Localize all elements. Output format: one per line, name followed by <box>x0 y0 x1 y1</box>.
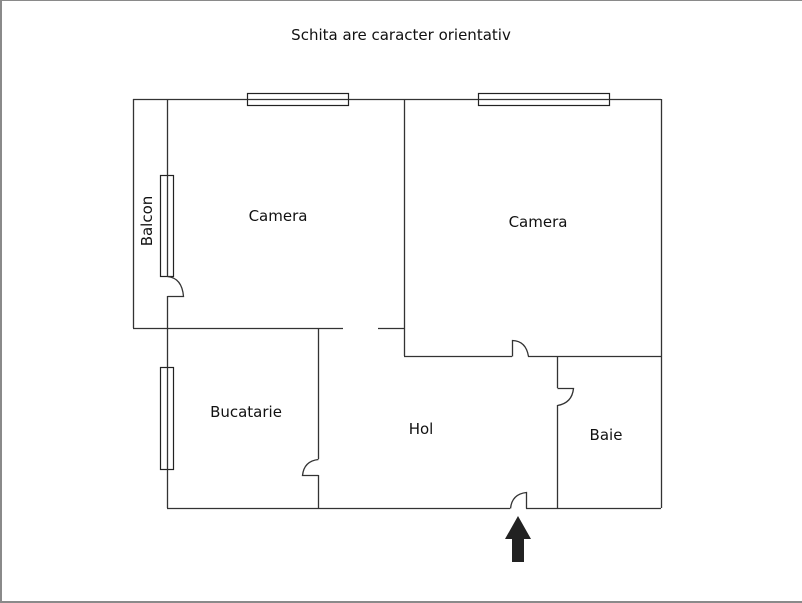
room-label-baie: Baie <box>590 426 623 444</box>
door-balcon <box>167 275 185 298</box>
plan-title: Schita are caracter orientativ <box>291 26 511 44</box>
room-label-camera-2: Camera <box>509 213 568 231</box>
doors <box>167 275 575 509</box>
door-bucatarie <box>301 458 319 477</box>
door-camera-2 <box>511 339 530 357</box>
windows <box>159 92 611 471</box>
room-label-camera-1: Camera <box>249 207 308 225</box>
room-label-balcon: Balcon <box>138 196 156 247</box>
arrow-up-icon <box>505 516 531 562</box>
door-entrance <box>509 491 528 509</box>
room-label-bucatarie: Bucatarie <box>210 403 282 421</box>
door-baie <box>557 387 575 407</box>
walls <box>132 98 663 510</box>
room-label-hol: Hol <box>409 420 434 438</box>
